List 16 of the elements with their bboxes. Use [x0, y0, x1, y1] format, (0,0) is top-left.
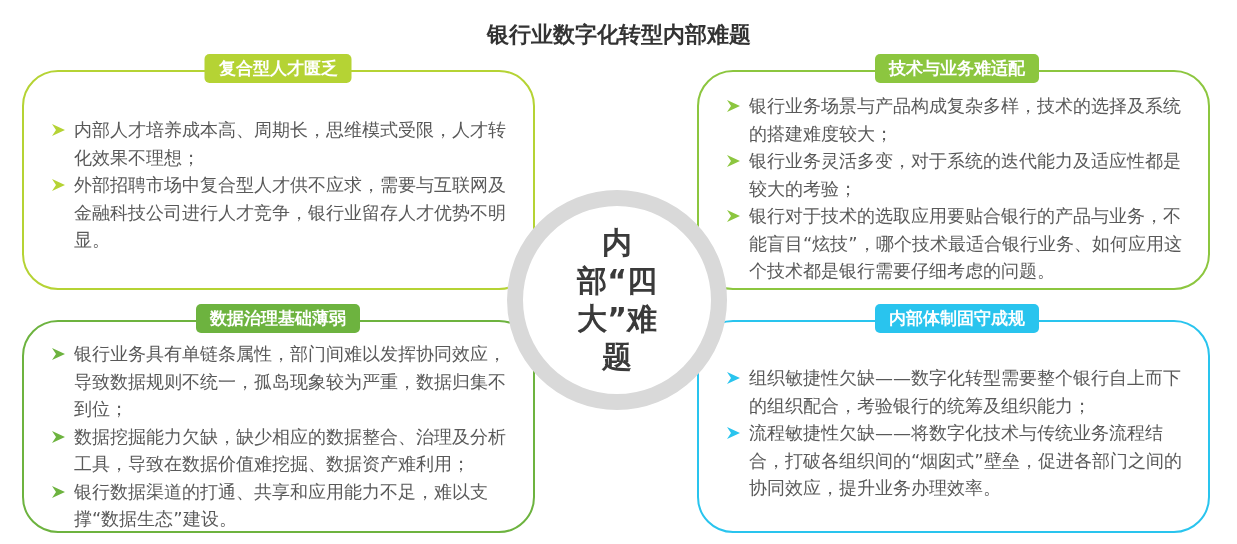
bullet-text: 银行业务具有单链条属性，部门间难以发挥协同效应，导致数据规则不统一，孤岛现象较为严重，数据归集不到位；: [74, 342, 507, 421]
bullet-text: 组织敏捷性欠缺——数字化转型需要整个银行自上而下的组织配合，考验银行的统筹及组织能力；: [749, 366, 1182, 418]
bullet-text: 数据挖掘能力欠缺，缺少相应的数据整合、治理及分析工具，导致在数据价值难挖掘、数据资产难利用；: [74, 424, 507, 476]
bullet-text: 银行业务灵活多变，对于系统的迭代能力及适应性都是较大的考验；: [749, 149, 1182, 201]
bullet-text: 内部人才培养成本高、周期长，思维模式受限，人才转化效果不理想；: [74, 118, 507, 170]
bullet-text: 银行数据渠道的打通、共享和应用能力不足，难以支撑“数据生态”建设。: [74, 479, 489, 531]
bullet-text: 银行业务场景与产品构成复杂多样，技术的选择及系统的搭建难度较大；: [749, 94, 1182, 146]
bullet-text: 外部招聘市场中复合型人才供不应求，需要与互联网及金融科技公司进行人才竞争，银行业留存人才优势不明显。: [74, 173, 507, 252]
center-label: 内部“四大”难题: [575, 224, 658, 376]
heading-tab: 数据治理基础薄弱: [196, 304, 360, 333]
bullet-text: 银行对于技术的选取应用要贴合银行的产品与业务，不能盲目“炫技”，哪个技术最适合银行业务、如何应用这个技术都是银行需要仔细考虑的问题。: [749, 204, 1183, 283]
title: 银行业数字化转型内部难题: [485, 21, 752, 49]
heading-tab: 技术与业务难适配: [875, 54, 1039, 83]
bullet-text: 流程敏捷性欠缺——将数字化技术与传统业务流程结合，打破各组织间的“烟囱式”壁垒，促进各部门之间的协同效应，提升业务办理效率。: [749, 421, 1183, 500]
heading-tab: 内部体制固守成规: [875, 304, 1039, 333]
heading-tab: 复合型人才匮乏: [204, 54, 352, 83]
